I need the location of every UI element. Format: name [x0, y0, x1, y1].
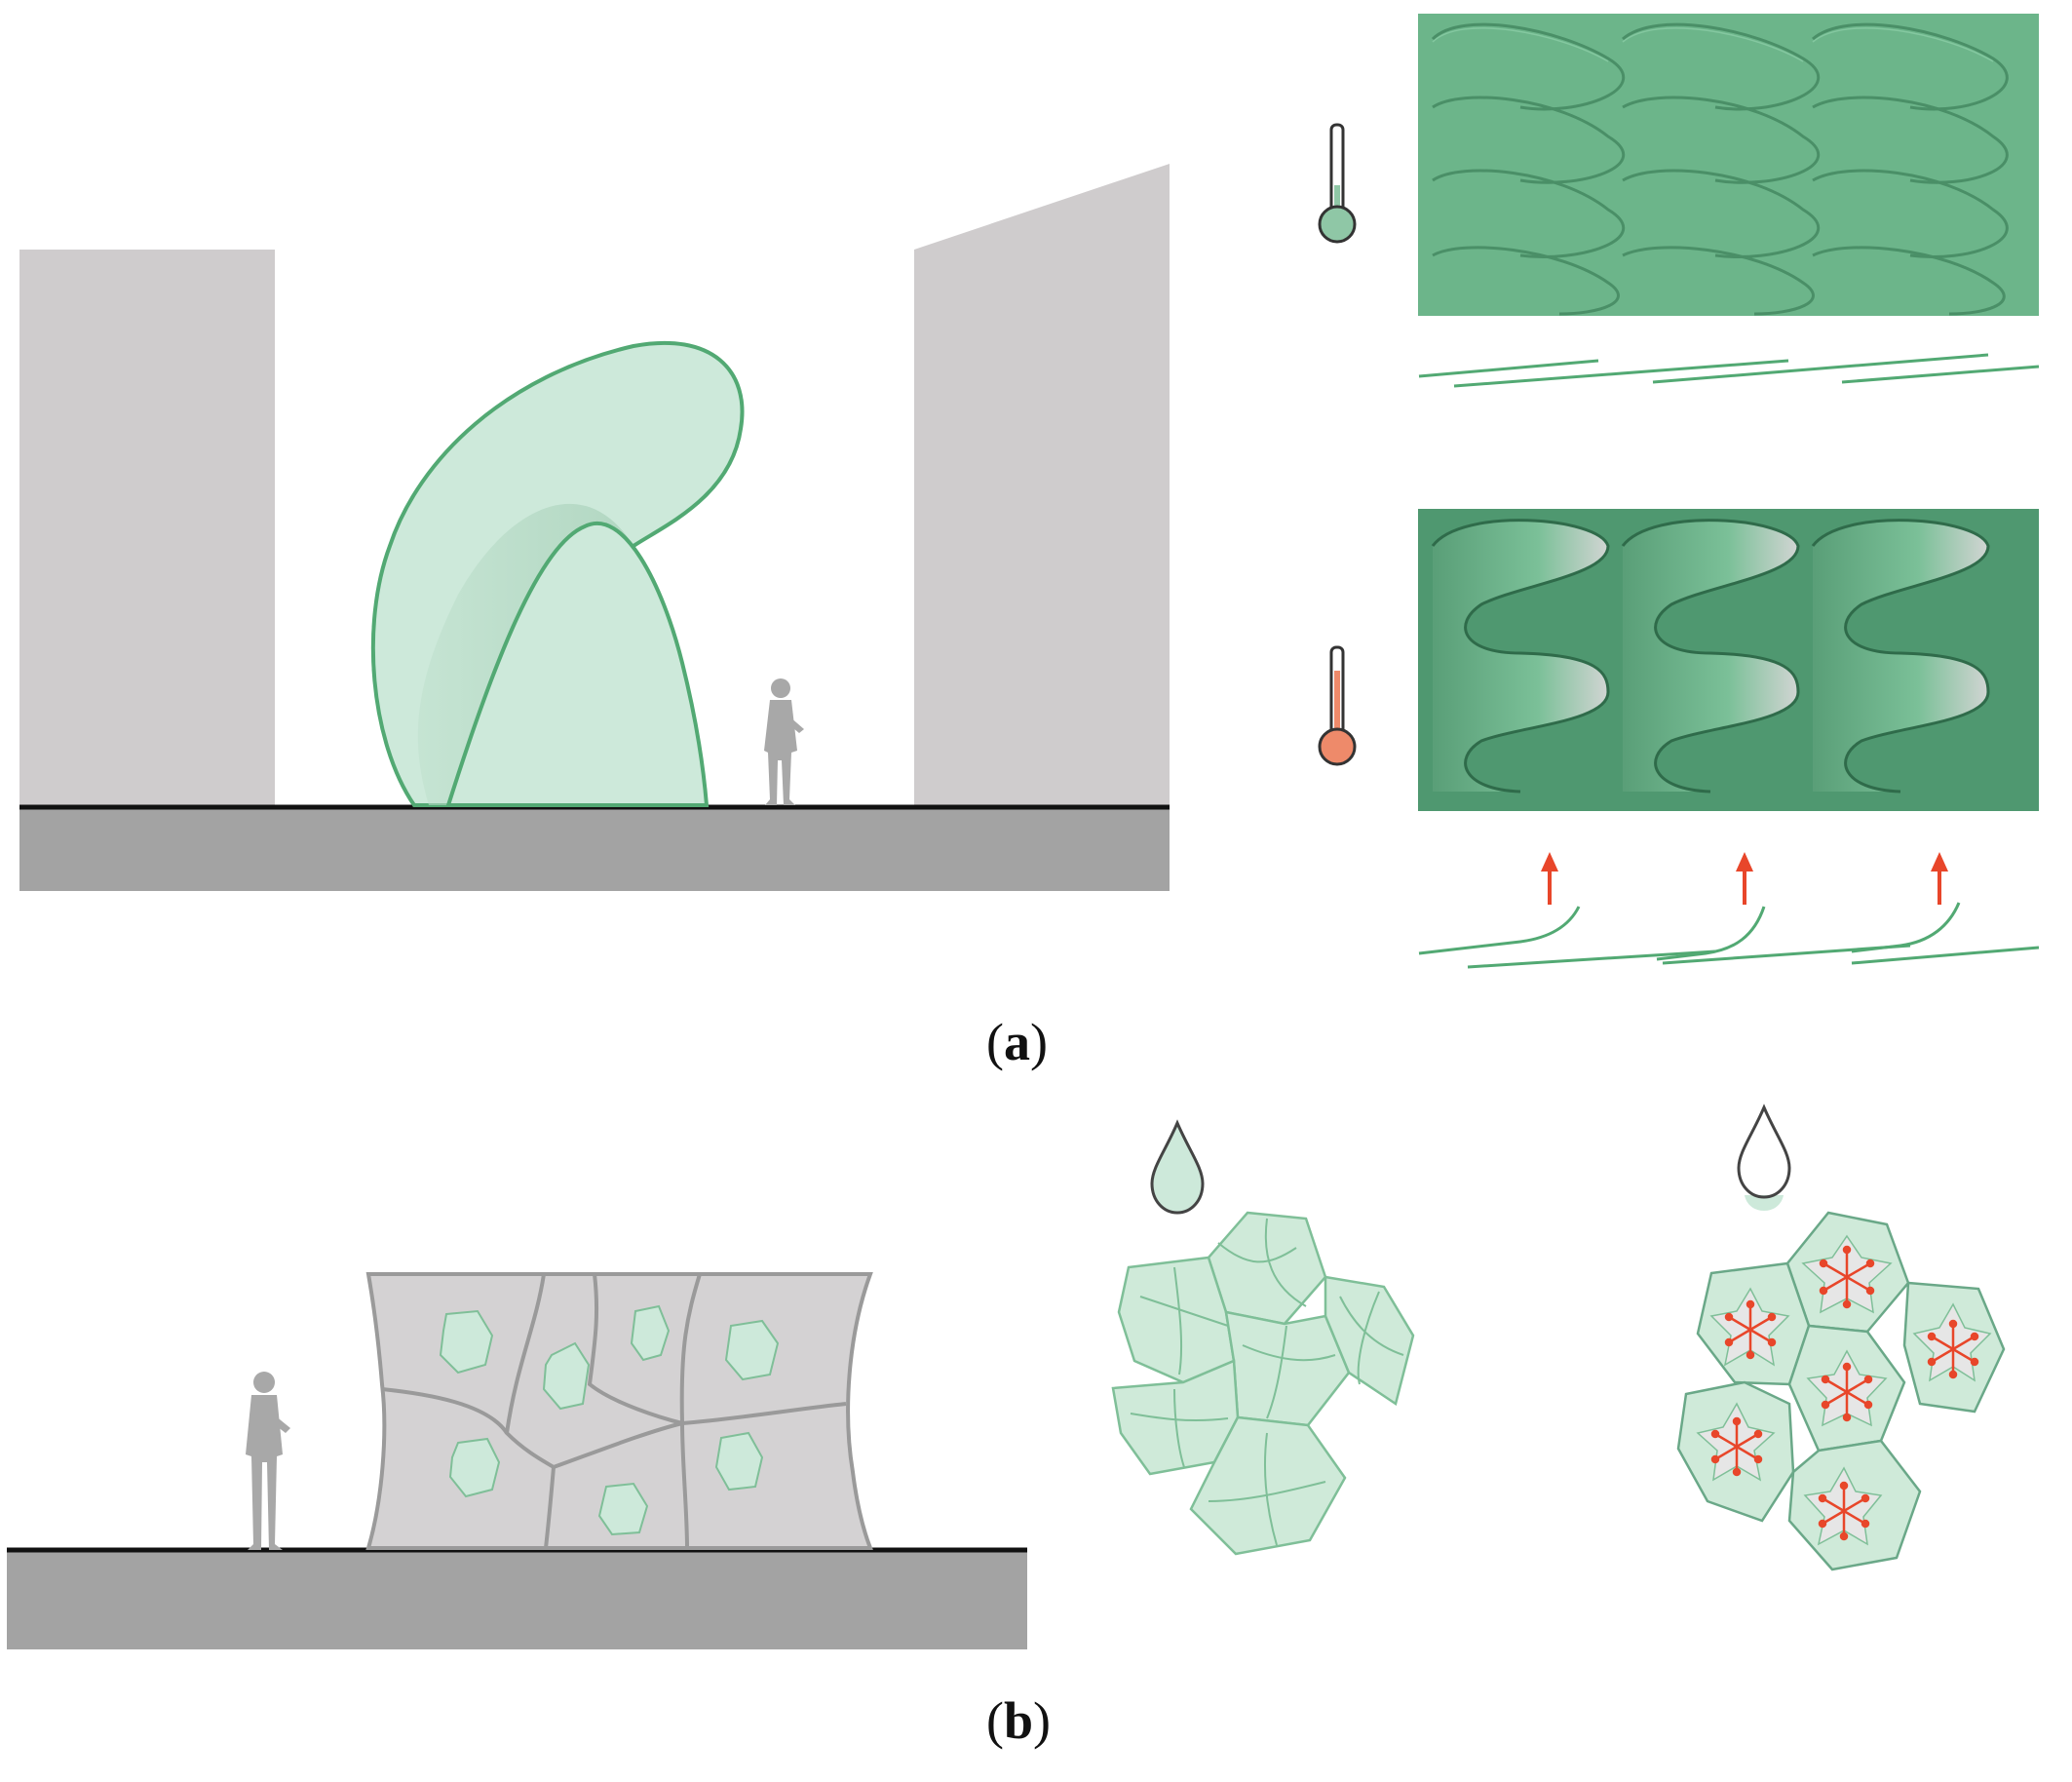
flap-column-2: [1623, 520, 1798, 792]
cold-state-panel: [1418, 14, 2039, 316]
person-silhouette-b: [246, 1372, 290, 1550]
right-building: [914, 164, 1170, 805]
caption-b-letter: b: [1003, 1691, 1034, 1750]
water-drop-empty-icon: [1737, 1104, 1791, 1211]
caption-a: (a): [986, 1013, 1048, 1071]
hot-section-lines: [1418, 902, 2040, 969]
caption-b: (b): [986, 1691, 1052, 1750]
closed-tile-cluster: [1111, 1211, 1415, 1556]
flap-column-3: [1813, 520, 1988, 792]
cold-section-lines: [1418, 353, 2040, 388]
flap-column-1: [1433, 520, 1608, 792]
thermometer-cold-icon: [1318, 123, 1357, 244]
ground-slab-b: [7, 1550, 1027, 1649]
caption-a-letter: a: [1003, 1013, 1030, 1071]
open-tile-cluster: [1676, 1211, 2006, 1571]
hygromorphic-wall: [365, 1272, 873, 1550]
thermometer-hot-icon: [1318, 645, 1357, 766]
water-drop-full-icon: [1150, 1119, 1205, 1215]
tile-closed-6: [1189, 1415, 1347, 1556]
shape-memory-pavilion: [370, 340, 745, 807]
expansion-arrows: [1710, 1245, 1979, 1541]
hot-state-panel: [1418, 509, 2039, 811]
heat-arrows: [1541, 852, 1948, 905]
ground-slab: [19, 807, 1170, 891]
left-building: [19, 250, 275, 805]
person-silhouette: [764, 678, 804, 805]
scene-b: [7, 1272, 1027, 1649]
scene-a: [19, 164, 1170, 891]
